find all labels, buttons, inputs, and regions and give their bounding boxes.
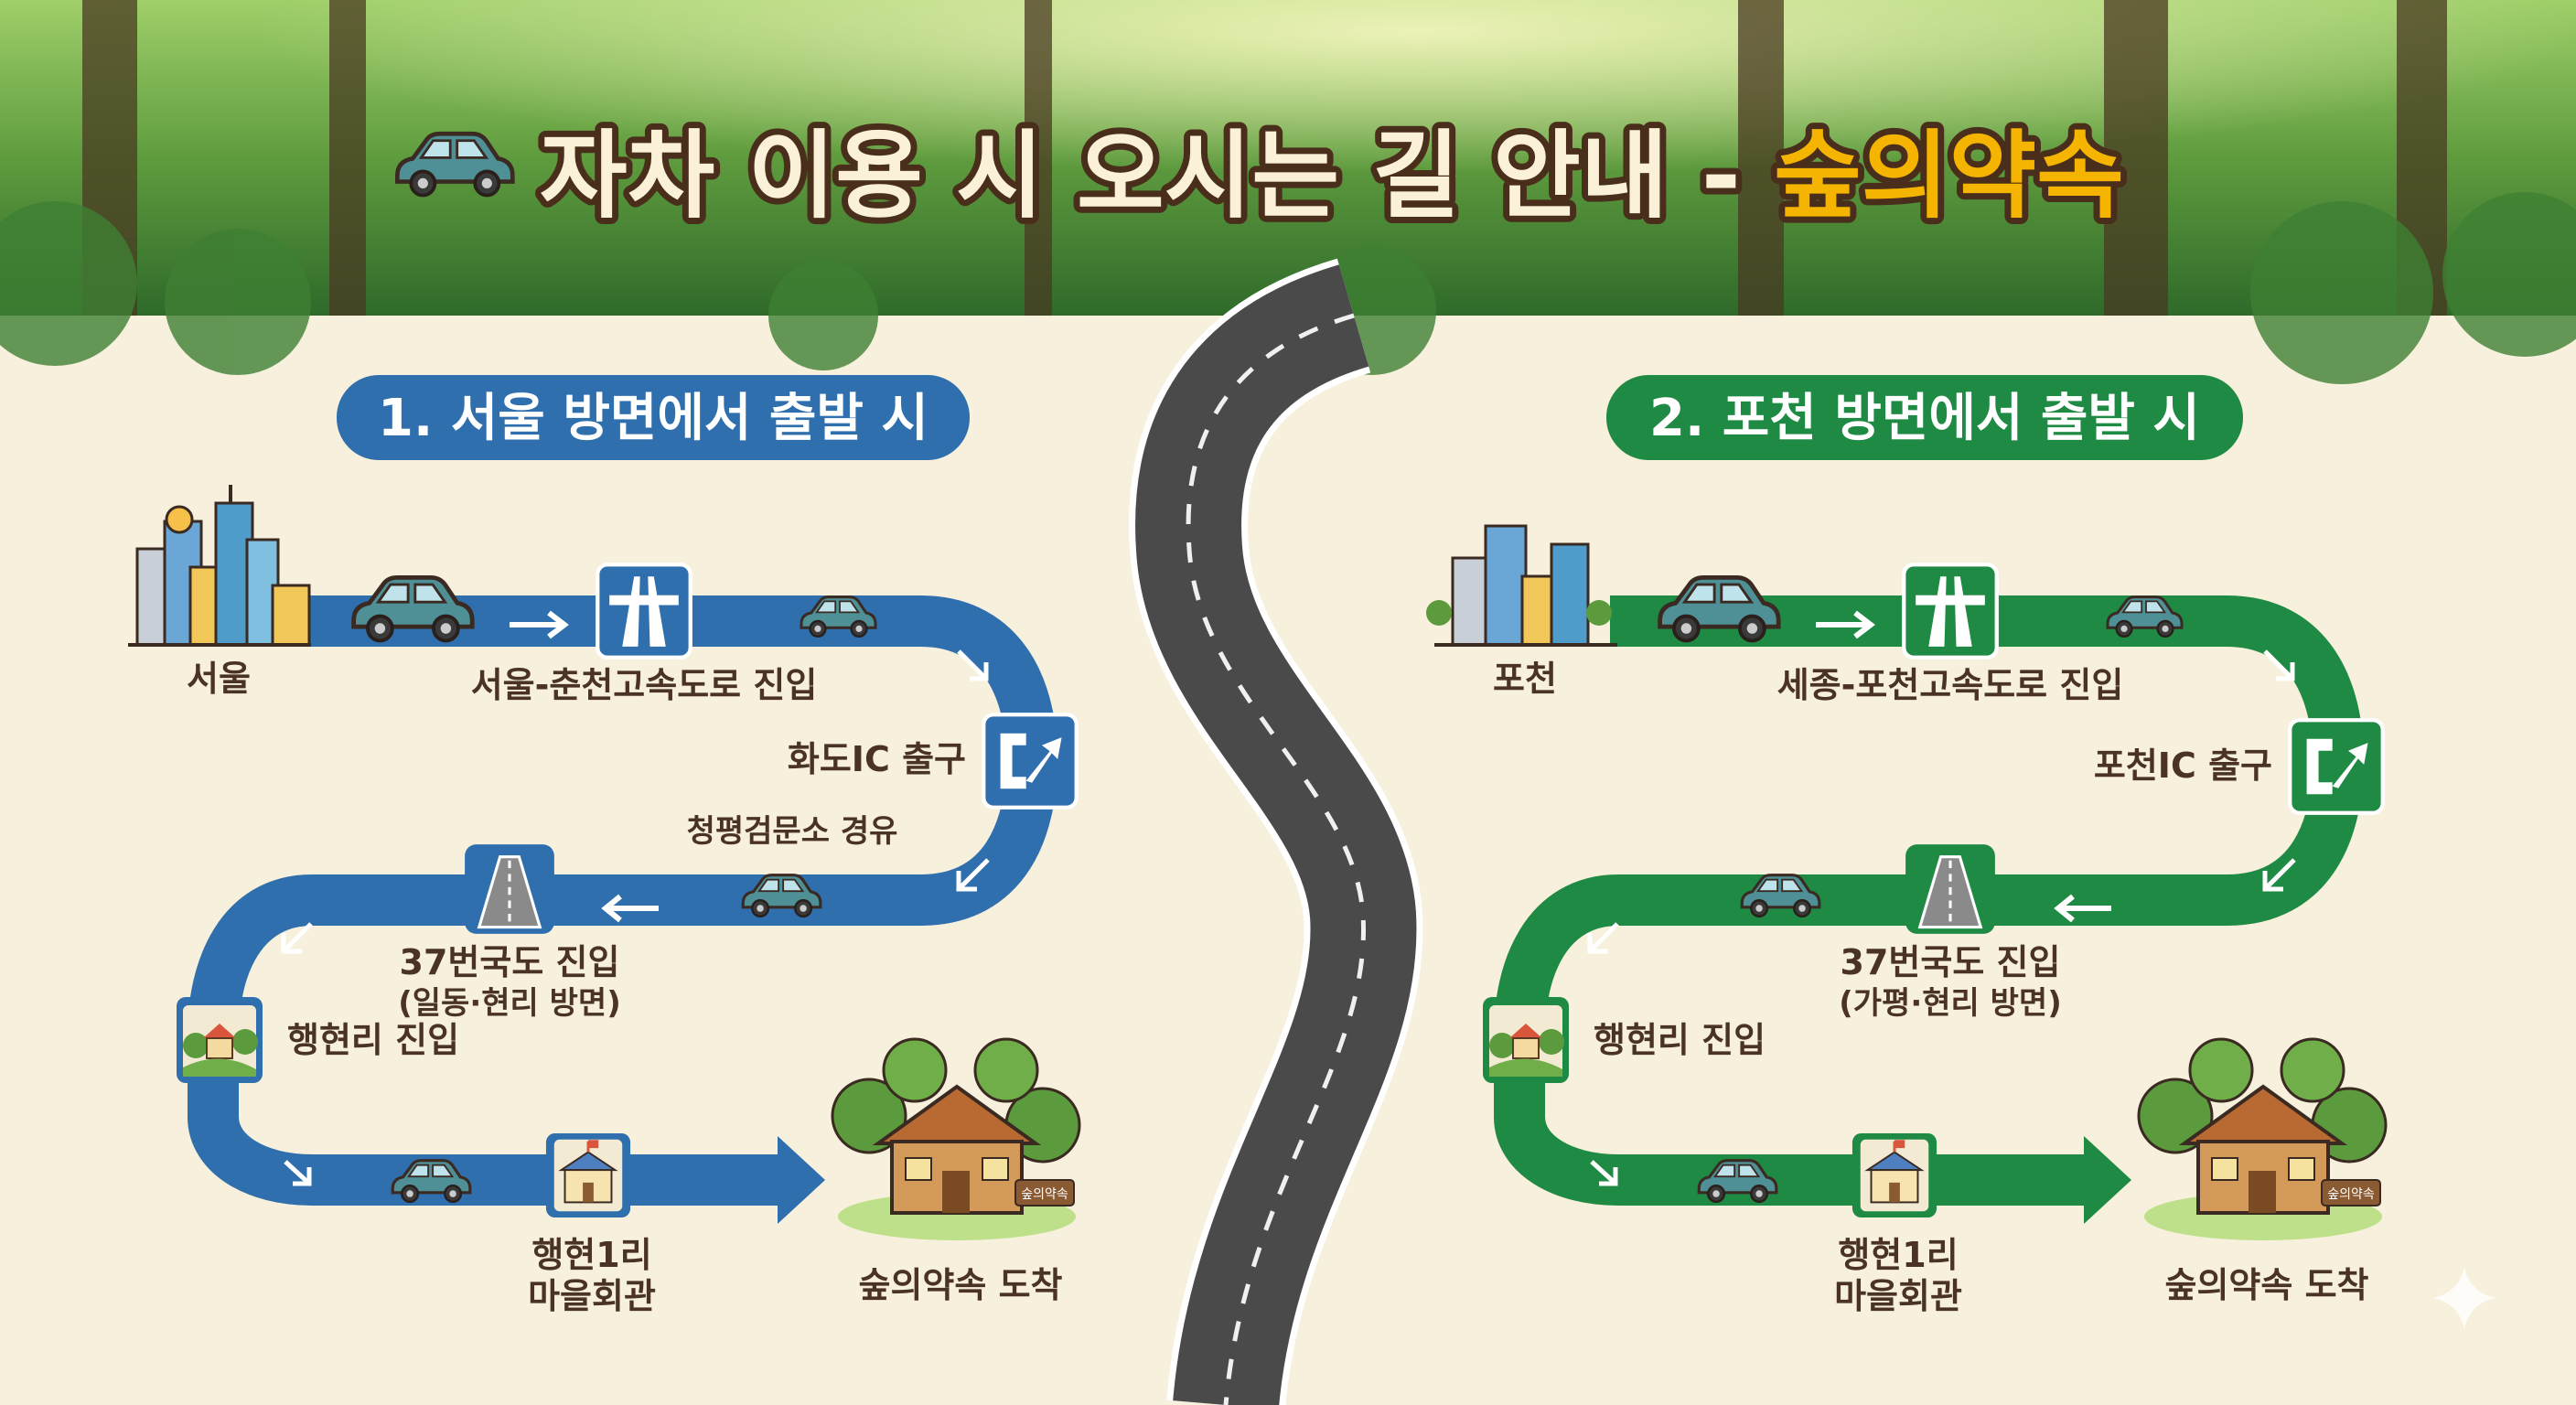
city-skyline-icon: [1426, 524, 1617, 647]
title-main: 자차 이용 시 오시는 길 안내 -: [540, 120, 1741, 231]
arrow-left-icon: [601, 894, 659, 923]
page-title: 자차 이용 시 오시는 길 안내 - 숲의약속: [540, 120, 2124, 231]
exit-sign-icon: [983, 714, 1077, 808]
exit-sign-icon: [2290, 720, 2383, 813]
start-label: 서울: [187, 659, 251, 699]
center-divider-road: [1129, 258, 1423, 1405]
sparkle-icon: [2433, 1267, 2496, 1329]
arrow-right-icon: [510, 610, 569, 639]
title-brand: 숲의약속: [1774, 120, 2124, 231]
hall-label-line1: 행현1리: [1838, 1235, 1958, 1275]
village-icon: [175, 995, 264, 1085]
village-label: 행현리 진입: [1594, 1020, 1766, 1060]
route-pocheon: 2. 포천 방면에서 출발 시 포천 세종-포천고속도로 진입 포천IC 출구 …: [1426, 375, 2388, 1316]
forest-header-banner: [0, 0, 2576, 384]
road-label: 37번국도 진입: [400, 942, 620, 982]
arrow-down-left-icon: [281, 922, 313, 954]
arrow-down-right-icon: [284, 1160, 312, 1186]
arrow-down-right-icon: [957, 649, 989, 681]
heading-pill: 1. 서울 방면에서 출발 시: [337, 375, 970, 460]
route-seoul: 1. 서울 방면에서 출발 시 서울 서울-춘천고속도로 진입 화도IC 출구 …: [128, 375, 1081, 1316]
city-skyline-icon: [128, 485, 311, 647]
arrow-down-left-icon: [1587, 922, 1619, 954]
highway-sign-icon: [1904, 564, 1997, 658]
route-path: [1494, 595, 2365, 1206]
highway-label: 서울-춘천고속도로 진입: [471, 665, 818, 705]
exit-label: 화도IC 출구: [788, 739, 966, 779]
route-heading: 1. 서울 방면에서 출발 시: [378, 389, 928, 448]
arrow-down-left-icon: [2262, 858, 2296, 892]
arrow-down-right-icon: [2263, 649, 2295, 681]
destination-label: 숲의약속 도착: [859, 1265, 1063, 1305]
arrow-down-right-icon: [1590, 1160, 1618, 1186]
highway-sign-icon: [597, 564, 691, 658]
road-label: 37번국도 진입: [1841, 942, 2061, 982]
forest-cabin-icon: 숲의약속: [831, 1037, 1081, 1240]
route-heading: 2. 포천 방면에서 출발 시: [1649, 389, 2200, 448]
village-hall-icon: [1851, 1132, 1938, 1219]
highway-label: 세종-포천고속도로 진입: [1777, 665, 2124, 705]
destination-label: 숲의약속 도착: [2165, 1265, 2369, 1305]
national-road-icon: [1904, 842, 1997, 936]
road-sub-label: (일동·현리 방면): [398, 985, 621, 1022]
destination-arrow: [2084, 1136, 2131, 1224]
cabin-sign: 숲의약속: [2327, 1187, 2375, 1202]
route-path: [188, 595, 1058, 1206]
hall-label-line1: 행현1리: [531, 1235, 651, 1275]
village-icon: [1481, 995, 1571, 1085]
forest-cabin-icon: 숲의약속: [2137, 1037, 2388, 1240]
heading-pill: 2. 포천 방면에서 출발 시: [1606, 375, 2243, 460]
exit-label: 포천IC 출구: [2094, 745, 2272, 786]
hall-label-line2: 마을회관: [1834, 1276, 1962, 1316]
village-label: 행현리 진입: [287, 1020, 459, 1060]
hall-label-line2: 마을회관: [528, 1276, 656, 1316]
arrow-left-icon: [2054, 894, 2111, 923]
cabin-sign: 숲의약속: [1021, 1187, 1068, 1202]
destination-arrow: [778, 1136, 825, 1224]
national-road-icon: [463, 842, 556, 936]
arrow-down-left-icon: [956, 858, 990, 892]
start-label: 포천: [1493, 659, 1557, 699]
via-label: 청평검문소 경유: [687, 813, 898, 850]
road-sub-label: (가평·현리 방면): [1839, 985, 2062, 1022]
village-hall-icon: [544, 1132, 632, 1219]
arrow-right-icon: [1816, 610, 1875, 639]
